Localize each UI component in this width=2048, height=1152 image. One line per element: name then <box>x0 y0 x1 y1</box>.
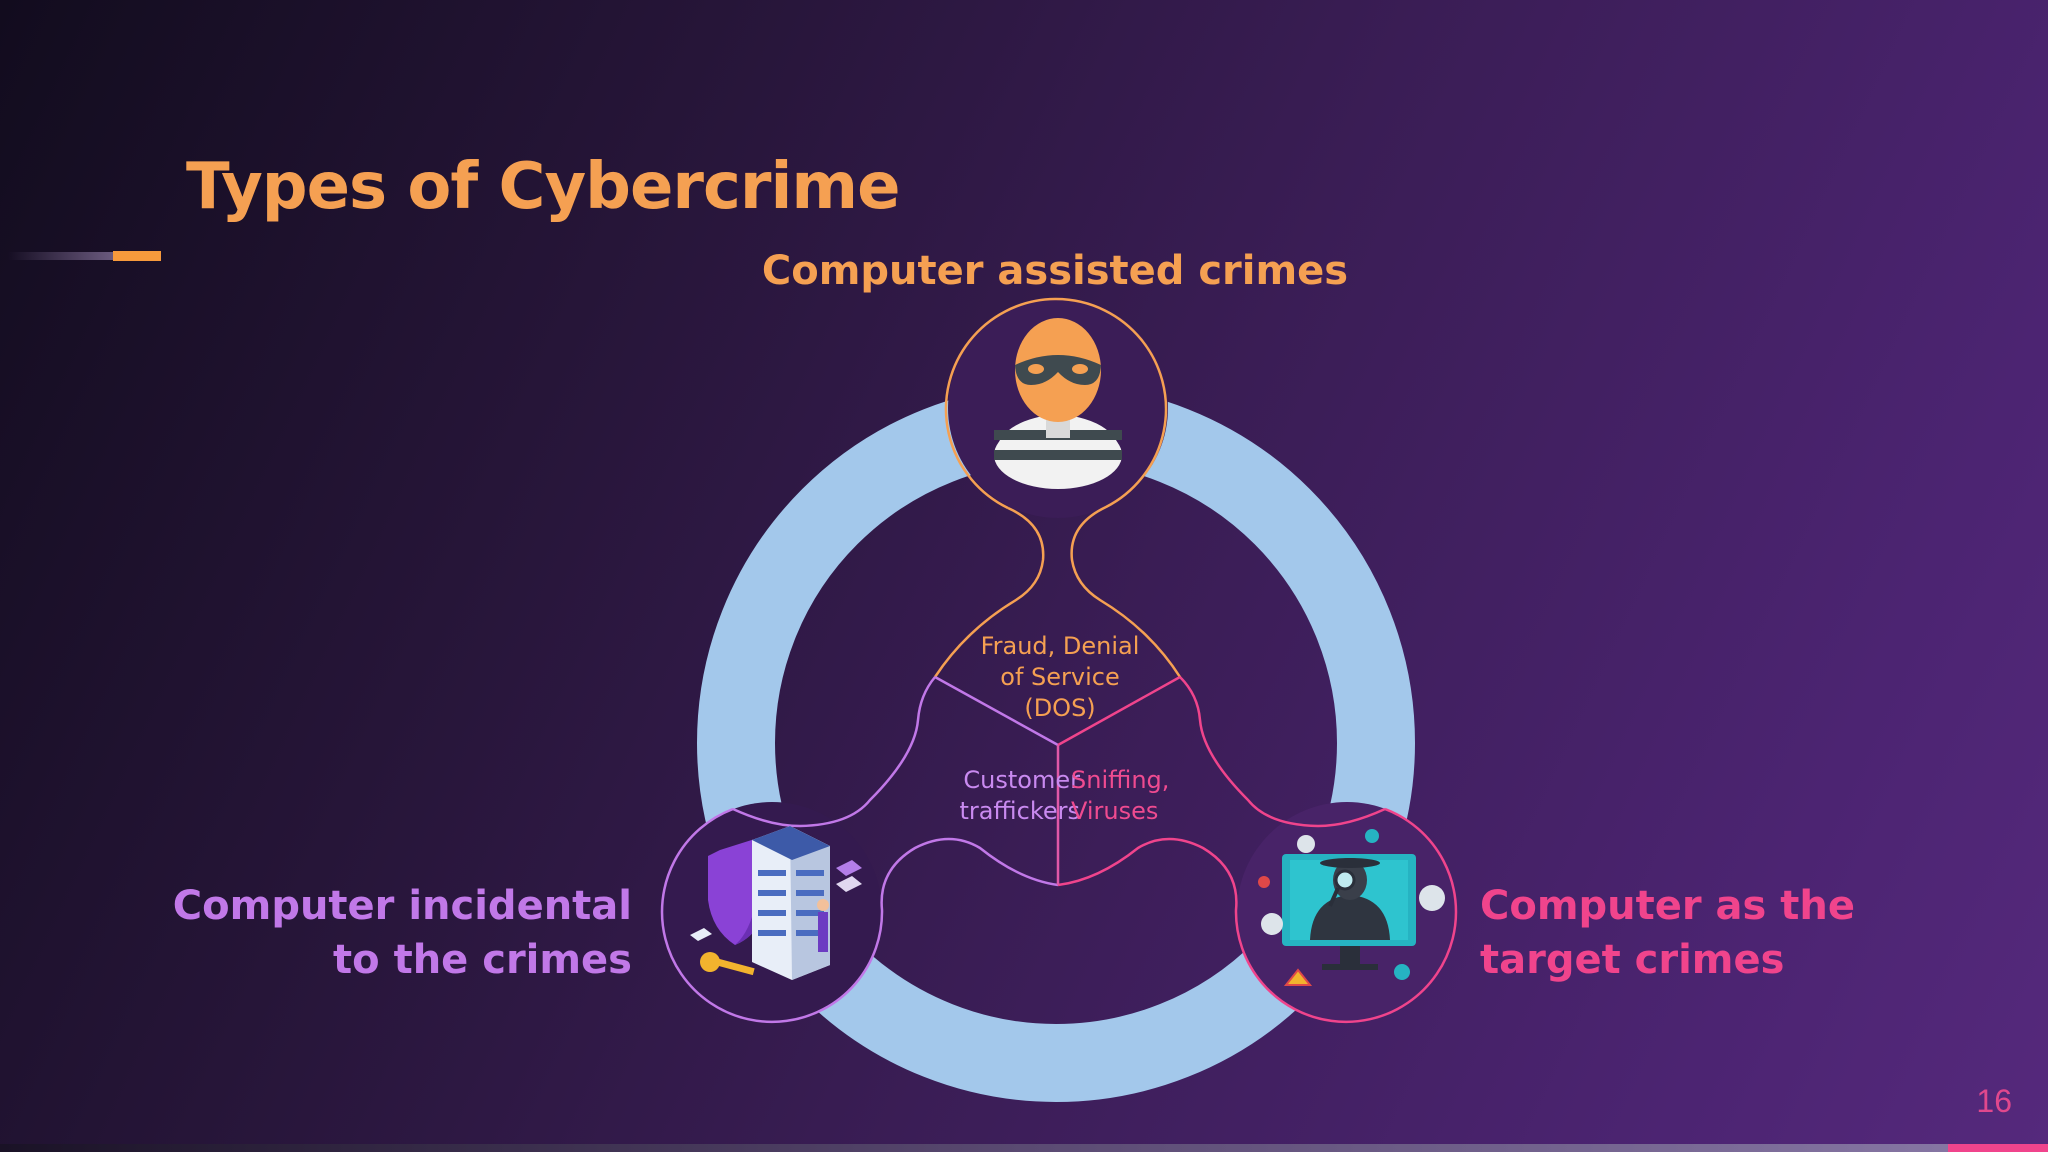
footer-accent <box>1948 1144 2048 1152</box>
center-text-traffickers: Customer traffickers <box>959 766 1080 825</box>
page-number: 16 <box>1976 1083 2012 1119</box>
burglar-icon <box>994 318 1122 489</box>
left-node-outline <box>660 807 1059 1024</box>
title-underline-fade <box>8 252 113 260</box>
footer-bar <box>0 1144 2048 1152</box>
right-node-outline <box>1057 807 1458 1024</box>
label-computer-assisted: Computer assisted crimes <box>761 248 1349 294</box>
center-text-sniffing: Sniffing, Viruses <box>1071 766 1170 825</box>
slide-title: Types of Cybercrime <box>186 150 900 224</box>
hacker-monitor-icon <box>1258 829 1445 986</box>
label-computer-target: Computer as the target crimes <box>1480 883 1855 983</box>
label-computer-incidental: Computer incidental to the crimes <box>172 883 632 983</box>
title-underline-accent <box>113 251 161 261</box>
divider-right <box>1057 675 1181 747</box>
center-text-fraud: Fraud, Denial of Service (DOS) <box>980 632 1140 722</box>
top-node-outline <box>944 297 1182 678</box>
divider-left <box>934 675 1059 747</box>
security-server-icon <box>690 826 862 980</box>
